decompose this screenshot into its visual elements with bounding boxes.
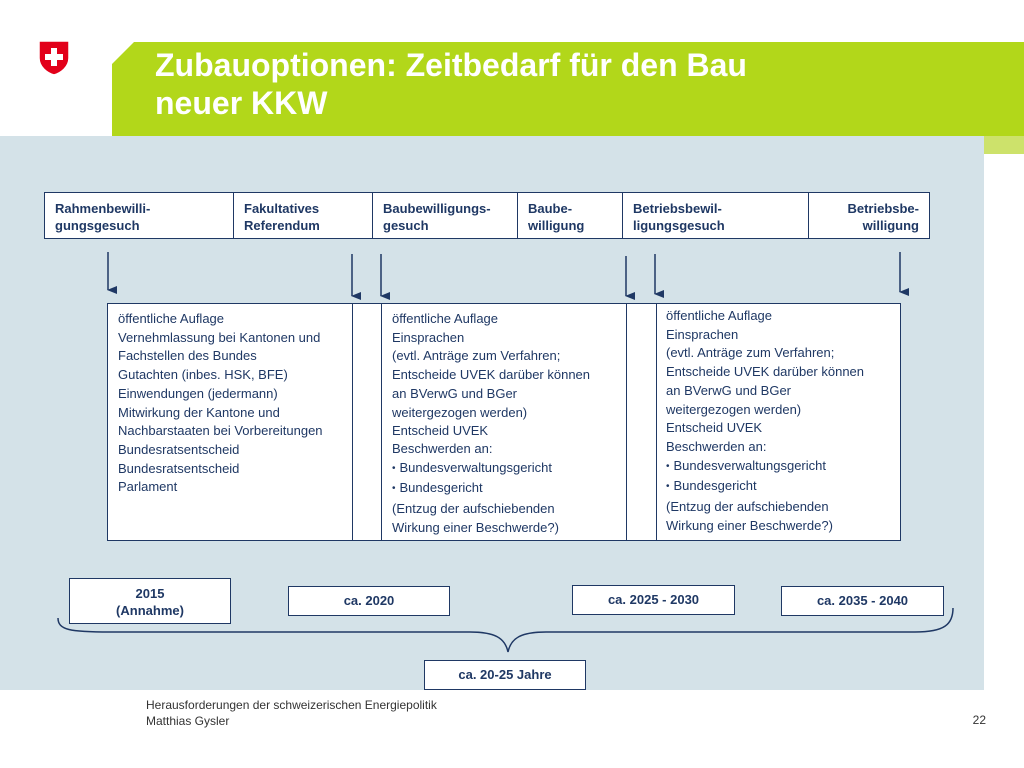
step-label-line2: Referendum: [244, 218, 320, 233]
step-label-line1: Rahmenbewilli-: [55, 201, 151, 216]
list-item: Bundesgericht: [666, 477, 898, 498]
total-duration-box: ca. 20-25 Jahre: [424, 660, 586, 690]
date-label: ca. 2035 - 2040: [816, 593, 909, 608]
details-column-2-appeals: Beschwerden an: Bundesverwaltungsgericht…: [392, 440, 624, 538]
appeal-courts-list: Bundesverwaltungsgericht Bundesgericht: [392, 459, 624, 500]
date-label: ca. 2020: [343, 593, 395, 608]
step-arrows: [107, 252, 909, 300]
date-box-2015: 2015 (Annahme): [69, 578, 231, 624]
detail-line: (evtl. Anträge zum Verfahren;: [392, 348, 561, 364]
detail-line: öffentliche Auflage: [392, 311, 499, 326]
divider: [381, 304, 382, 540]
step-label-line2: ligungsgesuch: [633, 218, 725, 233]
detail-line: Entscheide UVEK darüber können: [666, 364, 865, 380]
list-item: Bundesverwaltungsgericht: [666, 457, 898, 478]
date-box-2025-2030: ca. 2025 - 2030: [572, 585, 735, 615]
step-baubewilligung: Baube- willigung: [518, 193, 623, 238]
detail-line: Beschwerden an:: [392, 441, 493, 456]
step-betriebsbewilligung: Betriebsbe- willigung: [809, 193, 929, 238]
step-betriebsbewilligungsgesuch: Betriebsbewil- ligungsgesuch: [623, 193, 809, 238]
detail-line: Entscheide UVEK darüber können: [392, 367, 591, 383]
step-label-line1: Baubewilligungs-: [383, 201, 491, 216]
date-label: 2015: [135, 586, 165, 601]
step-label-line2: willigung: [862, 218, 919, 233]
detail-line: Nachbarstaaten bei Vorbereitungen: [118, 423, 323, 439]
detail-line: an BVerwG und BGer: [666, 382, 792, 398]
detail-line: Entscheid UVEK: [392, 423, 489, 439]
detail-line: Wirkung einer Beschwerde?): [392, 519, 559, 535]
list-item: Bundesverwaltungsgericht: [392, 459, 624, 480]
step-fakultatives-referendum: Fakultatives Referendum: [234, 193, 373, 238]
step-label-line1: Baube-: [528, 201, 573, 216]
detail-line: weitergezogen werden): [666, 401, 802, 417]
divider: [656, 304, 657, 540]
detail-line: Fachstellen des Bundes: [118, 348, 257, 364]
detail-line: öffentliche Auflage: [118, 311, 225, 326]
detail-line: (Entzug der aufschiebenden: [666, 499, 829, 515]
step-baubewilligungsgesuch: Baubewilligungs- gesuch: [373, 193, 518, 238]
divider: [352, 304, 353, 540]
process-steps-bar: Rahmenbewilli- gungsgesuch Fakultatives …: [44, 192, 930, 239]
detail-line: Vernehmlassung bei Kantonen und: [118, 329, 321, 345]
title-line-1: Zubauoptionen: Zeitbedarf für den Bau: [155, 47, 747, 83]
detail-line: Einsprachen: [392, 329, 465, 345]
footer-author: Matthias Gysler: [146, 714, 230, 728]
detail-line: weitergezogen werden): [392, 404, 528, 420]
details-column-1: öffentliche Auflage Vernehmlassung bei K…: [118, 310, 350, 497]
step-label-line1: Betriebsbe-: [847, 201, 919, 216]
header-band: [112, 42, 1024, 136]
detail-line: Entscheid UVEK: [666, 420, 763, 436]
date-label: ca. 2025 - 2030: [607, 592, 700, 607]
detail-line: Parlament: [118, 479, 178, 495]
header-notch: [112, 42, 134, 64]
detail-line: (Entzug der aufschiebenden: [392, 501, 555, 517]
step-label-line2: gesuch: [383, 218, 429, 233]
step-label-line2: willigung: [528, 218, 585, 233]
detail-line: Wirkung einer Beschwerde?): [666, 517, 833, 533]
detail-line: an BVerwG und BGer: [392, 385, 518, 401]
footer-presentation-title: Herausforderungen der schweizerischen En…: [146, 698, 437, 712]
step-label-line2: gungsgesuch: [55, 218, 140, 233]
date-box-2035-2040: ca. 2035 - 2040: [781, 586, 944, 616]
step-label-line1: Betriebsbewil-: [633, 201, 722, 216]
detail-line: Mitwirkung der Kantone und: [118, 404, 280, 420]
detail-line: Einsprachen: [666, 326, 739, 342]
swiss-cross-shield-icon: [38, 40, 70, 76]
detail-line: öffentliche Auflage: [666, 308, 773, 323]
page-number: 22: [972, 713, 986, 727]
title-line-2: neuer KKW: [155, 85, 328, 121]
procedure-details-box: öffentliche Auflage Vernehmlassung bei K…: [107, 303, 901, 541]
date-sublabel: (Annahme): [116, 603, 184, 618]
step-label-line1: Fakultatives: [244, 201, 320, 216]
divider: [626, 304, 627, 540]
timespan-brace: [57, 607, 954, 653]
detail-line: Bundesratsentscheid: [118, 460, 240, 476]
detail-line: (evtl. Anträge zum Verfahren;: [666, 345, 835, 361]
detail-line: Beschwerden an:: [666, 438, 767, 454]
step-rahmenbewilligungsgesuch: Rahmenbewilli- gungsgesuch: [45, 193, 234, 238]
total-duration-label: ca. 20-25 Jahre: [458, 667, 552, 682]
detail-line: Gutachten (inbes. HSK, BFE): [118, 367, 288, 383]
details-column-2: öffentliche Auflage Einsprachen (evtl. A…: [392, 310, 624, 441]
slide-title: Zubauoptionen: Zeitbedarf für den Bau ne…: [155, 46, 955, 122]
detail-line: Einwendungen (jedermann): [118, 385, 278, 401]
details-column-3: öffentliche Auflage Einsprachen (evtl. A…: [666, 307, 898, 535]
list-item: Bundesgericht: [392, 479, 624, 500]
appeal-courts-list: Bundesverwaltungsgericht Bundesgericht: [666, 457, 898, 498]
detail-line: Bundesratsentscheid: [118, 441, 240, 457]
date-box-2020: ca. 2020: [288, 586, 450, 616]
